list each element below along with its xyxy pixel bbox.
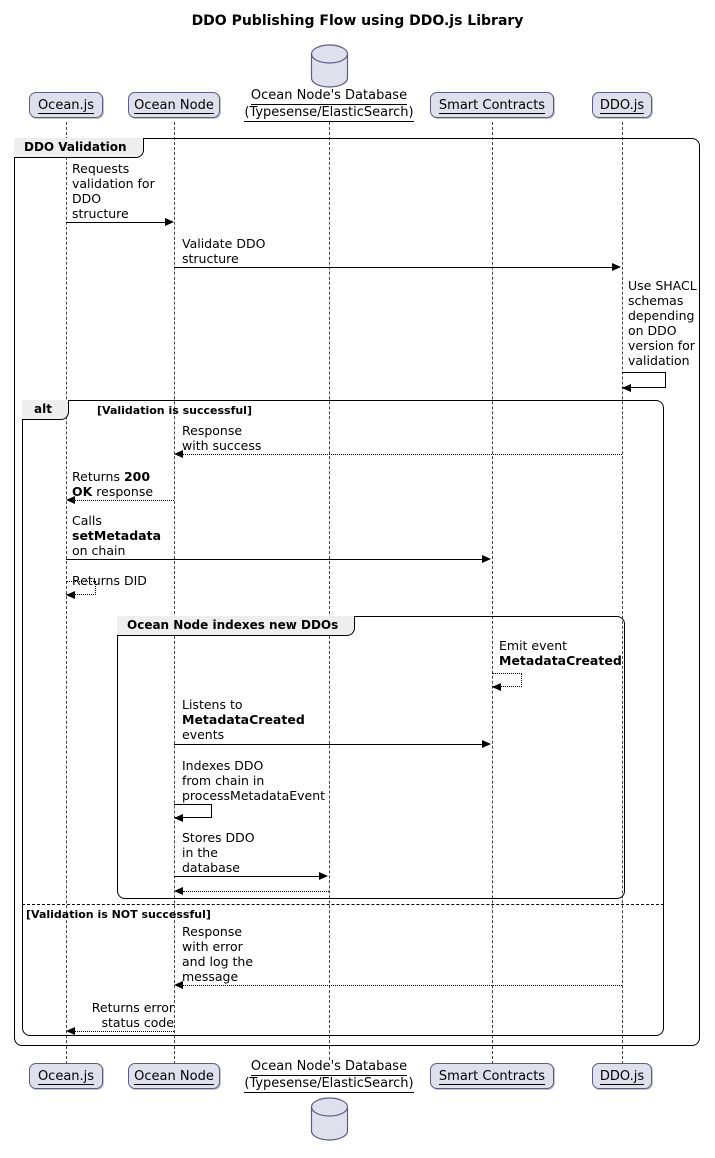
arrow-head-m12 [174, 886, 183, 895]
participant-label-line2: (Typesense/ElasticSearch) [244, 105, 414, 122]
message-label-m3: Use SHACL schemas depending on DDO versi… [628, 278, 697, 368]
lifeline-stub-database [329, 1046, 330, 1060]
participant-oceannode-top[interactable]: Ocean Node [128, 92, 220, 118]
lifeline-stub-contracts [492, 1046, 493, 1064]
message-arrow-m6 [66, 559, 483, 560]
arrow-head-m2 [612, 262, 621, 271]
participant-oceanjs-top[interactable]: Ocean.js [29, 92, 103, 118]
arrow-head-m7 [66, 590, 75, 599]
alt-branch-divider [22, 904, 664, 905]
database-cylinder-icon-bottom [310, 1097, 349, 1141]
participant-label-line2: (Typesense/ElasticSearch) [244, 1076, 414, 1093]
lifeline-stub-ddojs [622, 1046, 623, 1064]
message-arrow-m4 [183, 454, 622, 455]
message-label-m14: Returns error status code [91, 1000, 174, 1030]
participant-ddojs-bottom[interactable]: DDO.js [592, 1063, 652, 1089]
arrow-head-m10 [174, 813, 183, 822]
arrow-head-m3 [622, 383, 631, 392]
database-cylinder-icon-top [310, 44, 349, 88]
lifeline-oceanjs [66, 122, 67, 1048]
message-arrow-m12 [183, 891, 329, 892]
message-selfloop-m10 [174, 804, 212, 818]
participant-label: Smart Contracts [438, 1069, 546, 1085]
arrow-head-m5 [66, 495, 75, 504]
message-arrow-m5 [75, 500, 174, 501]
lifeline-stub-oceanjs [66, 1046, 67, 1064]
group-header-indexing: Ocean Node indexes new DDOs [117, 616, 356, 636]
participant-label-line1: Ocean Node's Database [250, 88, 408, 105]
alt-frame [22, 400, 664, 1036]
message-selfloop-m8 [492, 673, 522, 687]
message-arrow-m11 [174, 876, 320, 877]
arrow-head-m4 [174, 449, 183, 458]
message-arrow-m9 [174, 744, 483, 745]
participant-label: Ocean Node [134, 1069, 214, 1085]
message-arrow-m1 [66, 222, 166, 223]
lifeline-stub-oceannode [174, 1046, 175, 1064]
message-label-m7: Returns DID [72, 573, 147, 588]
participant-oceannode-bottom[interactable]: Ocean Node [128, 1063, 220, 1089]
participant-contracts-top[interactable]: Smart Contracts [430, 92, 554, 118]
participant-database-bottom[interactable]: Ocean Node's Database (Typesense/Elastic… [229, 1059, 429, 1093]
participant-database-top[interactable]: Ocean Node's Database (Typesense/Elastic… [229, 88, 429, 122]
participant-label: Smart Contracts [438, 98, 546, 114]
message-arrow-m14 [75, 1031, 174, 1032]
group-frame-indexing [117, 616, 625, 899]
arrow-head-m1 [165, 217, 174, 226]
arrow-head-m8 [492, 682, 501, 691]
lifeline-contracts [492, 122, 493, 1048]
alt-condition-1: [Validation is successful] [97, 404, 252, 417]
lifeline-oceannode [174, 122, 175, 1048]
participant-label: DDO.js [599, 1069, 645, 1085]
participant-label: DDO.js [599, 98, 645, 114]
message-label-m4: Response with success [182, 423, 262, 453]
group-frame-ddo-validation [14, 138, 700, 1046]
arrow-head-m6 [482, 554, 491, 563]
participant-label-line1: Ocean Node's Database [250, 1059, 408, 1076]
participant-oceanjs-bottom[interactable]: Ocean.js [29, 1063, 103, 1089]
participant-label: Ocean Node [134, 98, 214, 114]
arrow-head-m11 [319, 871, 328, 880]
lifeline-database [329, 122, 330, 1048]
message-label-m13: Response with error and log the message [182, 924, 254, 984]
alt-condition-2: [Validation is NOT successful] [26, 908, 211, 921]
arrow-head-m13 [174, 980, 183, 989]
message-selfloop-m7 [66, 581, 96, 595]
page-title: DDO Publishing Flow using DDO.js Library [191, 13, 524, 29]
lifeline-ddojs [622, 122, 623, 1048]
alt-header: alt [22, 400, 69, 420]
message-selfloop-m3 [622, 372, 666, 388]
message-label-m11: Stores DDO in the database [182, 830, 255, 875]
group-header-ddo-validation: DDO Validation [14, 138, 144, 158]
message-label-m1: Requests validation for DDO structure [72, 161, 155, 221]
message-label-m2: Validate DDO structure [182, 236, 266, 266]
arrow-head-m14 [66, 1026, 75, 1035]
arrow-head-m9 [482, 739, 491, 748]
participant-label: Ocean.js [37, 1069, 95, 1085]
participant-contracts-bottom[interactable]: Smart Contracts [430, 1063, 554, 1089]
message-arrow-m13 [183, 985, 622, 986]
message-arrow-m2 [174, 267, 613, 268]
participant-ddojs-top[interactable]: DDO.js [592, 92, 652, 118]
participant-label: Ocean.js [37, 98, 95, 114]
